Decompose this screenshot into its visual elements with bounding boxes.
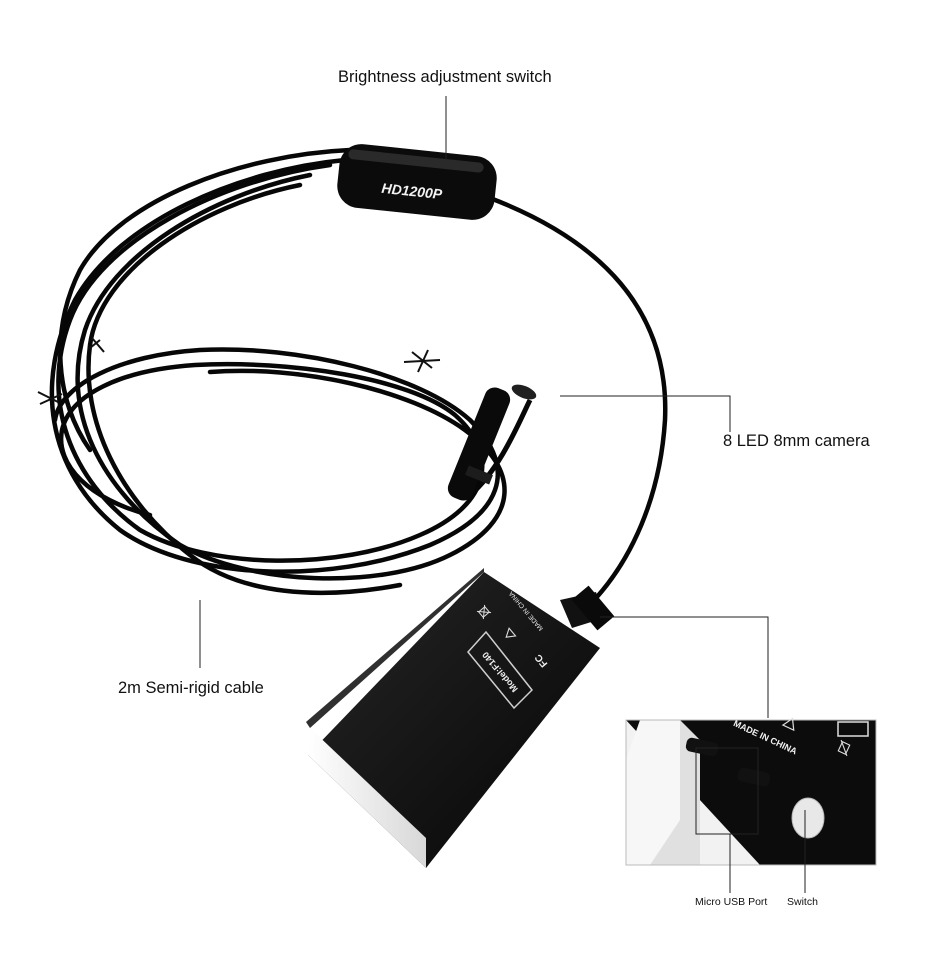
micro-usb-callout: Micro USB Port — [695, 896, 768, 908]
bin-icon — [476, 604, 492, 620]
camera-probe — [447, 384, 537, 501]
inset-recycle-icon — [781, 717, 795, 732]
inset-bin-icon — [837, 739, 851, 757]
cable-callout: 2m Semi-rigid cable — [118, 679, 264, 697]
inset-closeup — [626, 720, 876, 865]
switch-callout: Switch — [787, 896, 818, 908]
cable-coil — [49, 147, 507, 595]
device-body — [306, 568, 615, 868]
camera-callout: 8 LED 8mm camera — [723, 432, 870, 450]
cable-main — [487, 195, 668, 601]
inline-switch-marking: HD1200P — [381, 180, 444, 202]
inset-frame — [625, 719, 877, 866]
leader-lines — [199, 96, 806, 893]
brightness-switch-callout: Brightness adjustment switch — [338, 68, 552, 86]
recycle-icon — [505, 627, 517, 638]
inline-switch — [337, 144, 497, 220]
cable-tie — [37, 337, 441, 405]
